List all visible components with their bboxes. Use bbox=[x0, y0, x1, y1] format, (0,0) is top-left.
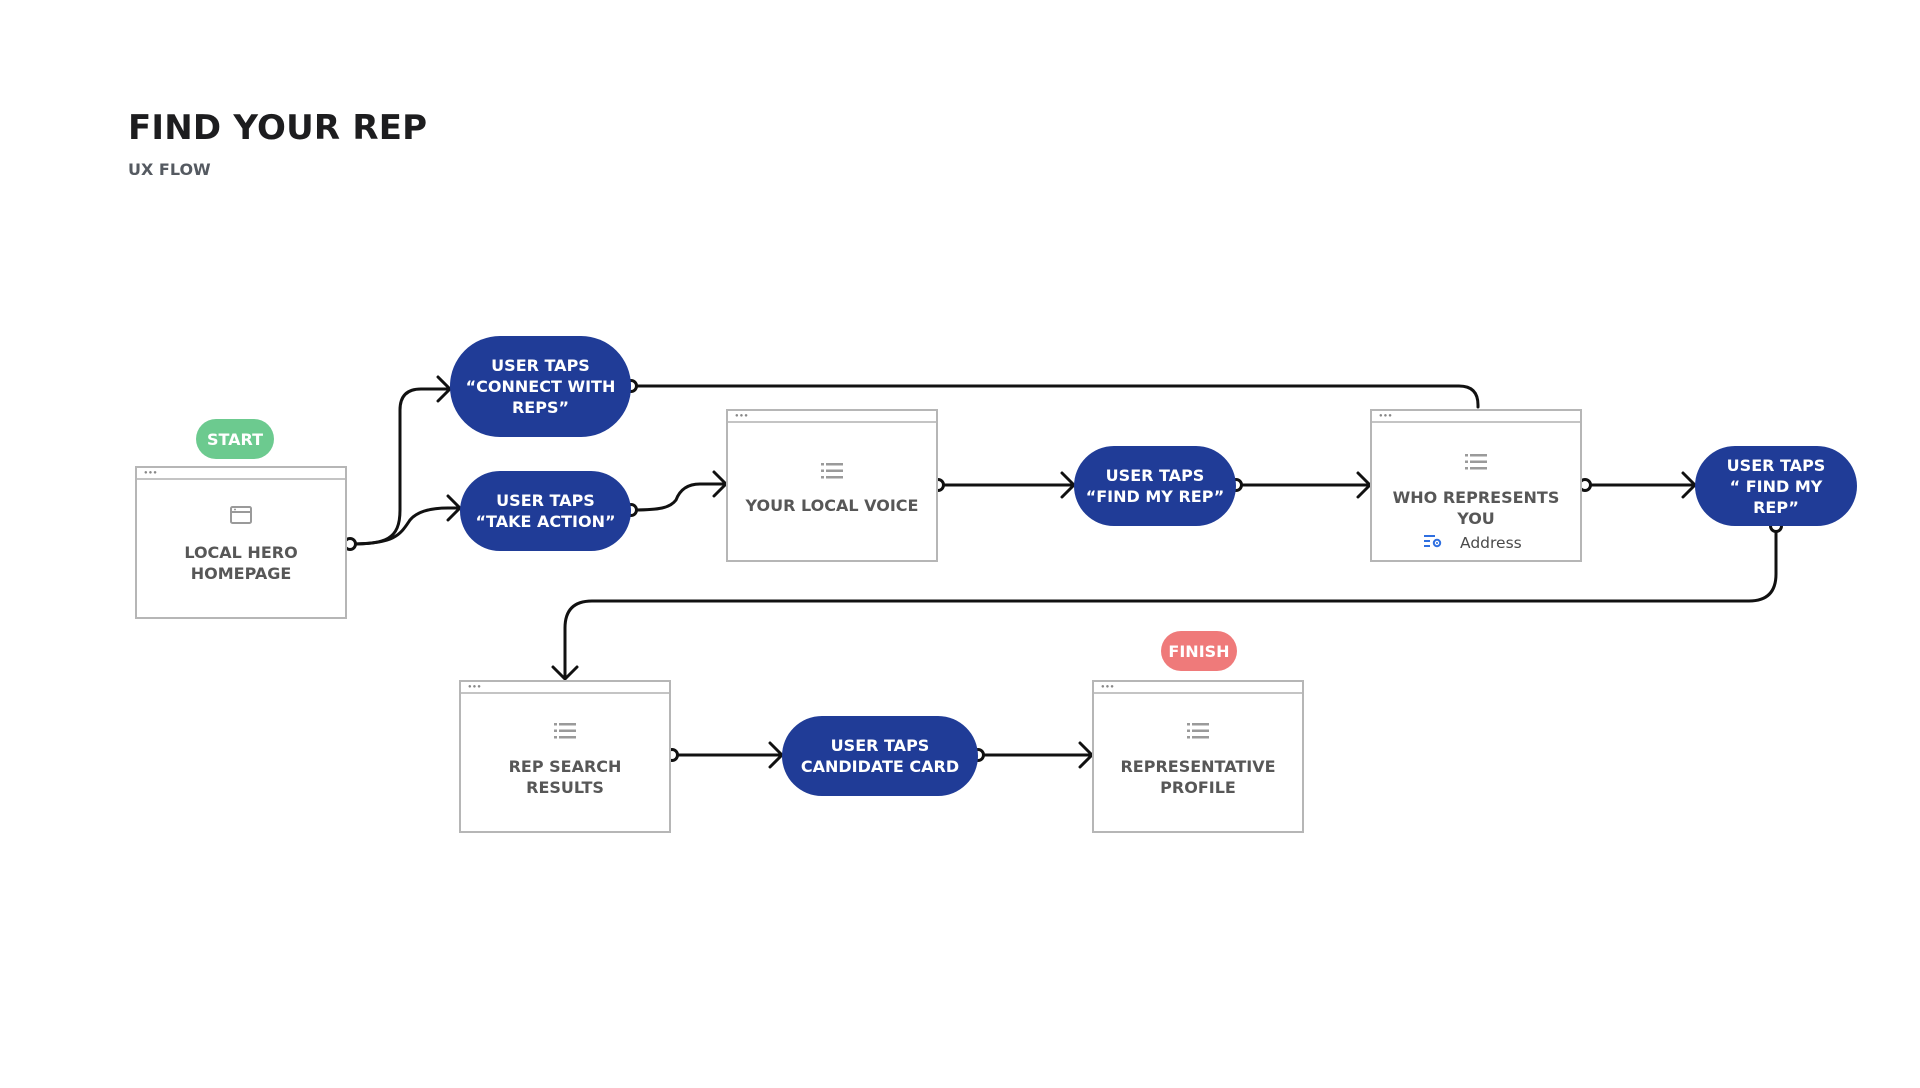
screen-label: YOUR LOCAL VOICE bbox=[736, 495, 928, 516]
screen-label: REP SEARCH RESULTS bbox=[469, 756, 661, 798]
address-field-label: Address bbox=[1460, 534, 1522, 552]
list-icon bbox=[1465, 453, 1487, 476]
connector-connect-to-who bbox=[629, 384, 1480, 409]
action-label-line: USER TAPS bbox=[496, 491, 595, 510]
screen-label-line: WHO REPRESENTS bbox=[1392, 488, 1560, 507]
window-title-bar: ●●● bbox=[461, 682, 669, 694]
connector-home-to-take-action bbox=[348, 506, 460, 546]
action-label-line: USER TAPS bbox=[491, 356, 590, 375]
page-subtitle: UX FLOW bbox=[128, 160, 211, 179]
action-label-line: “TAKE ACTION” bbox=[475, 512, 616, 531]
screen-representative-profile[interactable]: ●●● REPRESENTATIVE PROFILE bbox=[1092, 680, 1304, 833]
screen-label-line: LOCAL HERO bbox=[184, 543, 298, 562]
action-label-line: “CONNECT WITH bbox=[465, 377, 616, 396]
field-settings-icon bbox=[1424, 534, 1442, 552]
window-dots-icon: ●●● bbox=[1101, 684, 1115, 690]
screen-label-line: RESULTS bbox=[526, 778, 604, 797]
action-label-line: USER TAPS bbox=[1726, 455, 1826, 475]
screen-label-line: YOUR LOCAL VOICE bbox=[745, 496, 919, 515]
action-take-action[interactable]: USER TAPS “TAKE ACTION” bbox=[460, 471, 631, 551]
action-label-line: REPS” bbox=[511, 398, 569, 417]
screen-your-local-voice[interactable]: ●●● YOUR LOCAL VOICE bbox=[726, 409, 938, 562]
window-title-bar: ●●● bbox=[728, 411, 936, 423]
arrow-head-results bbox=[551, 665, 579, 681]
screen-label-line: PROFILE bbox=[1160, 778, 1236, 797]
screen-label-line: REPRESENTATIVE bbox=[1120, 757, 1276, 776]
screen-label: REPRESENTATIVE PROFILE bbox=[1102, 756, 1294, 798]
screen-label-line: YOU bbox=[1457, 509, 1495, 528]
action-find-my-rep-2[interactable]: USER TAPS “ FIND MY REP” bbox=[1695, 446, 1857, 526]
screen-label: LOCAL HERO HOMEPAGE bbox=[145, 542, 337, 584]
window-title-bar: ●●● bbox=[137, 468, 345, 480]
action-label-line: “ FIND MY REP” bbox=[1729, 476, 1823, 517]
window-dots-icon: ●●● bbox=[144, 470, 158, 476]
screen-who-represents-you[interactable]: ●●● WHO REPRESENTS YOU Address bbox=[1370, 409, 1582, 562]
action-label-line: CANDIDATE CARD bbox=[800, 757, 960, 776]
screen-rep-search-results[interactable]: ●●● REP SEARCH RESULTS bbox=[459, 680, 671, 833]
action-find-my-rep[interactable]: USER TAPS “FIND MY REP” bbox=[1074, 446, 1236, 526]
connector-take-action-to-voice bbox=[629, 482, 726, 512]
address-field[interactable]: Address bbox=[1424, 534, 1544, 552]
window-title-bar: ●●● bbox=[1372, 411, 1580, 423]
window-dots-icon: ●●● bbox=[1379, 413, 1393, 419]
action-label-line: “FIND MY REP” bbox=[1085, 487, 1225, 506]
start-badge: START bbox=[196, 419, 274, 459]
action-connect-with-reps[interactable]: USER TAPS “CONNECT WITH REPS” bbox=[450, 336, 631, 437]
browser-window-icon bbox=[230, 506, 252, 529]
screen-local-hero-homepage[interactable]: ●●● LOCAL HERO HOMEPAGE bbox=[135, 466, 347, 619]
window-title-bar: ●●● bbox=[1094, 682, 1302, 694]
action-candidate-card[interactable]: USER TAPS CANDIDATE CARD bbox=[782, 716, 978, 796]
action-label-line: USER TAPS bbox=[830, 736, 930, 755]
screen-label-line: HOMEPAGE bbox=[190, 564, 292, 583]
list-icon bbox=[1187, 722, 1209, 745]
action-label-line: USER TAPS bbox=[1105, 466, 1205, 485]
screen-label-line: REP SEARCH bbox=[508, 757, 622, 776]
finish-badge: FINISH bbox=[1161, 631, 1237, 671]
connector-find2-to-results bbox=[563, 524, 1778, 679]
page-title: FIND YOUR REP bbox=[128, 108, 428, 148]
connector-home-to-connect bbox=[348, 387, 450, 546]
list-icon bbox=[554, 722, 576, 745]
list-icon bbox=[821, 462, 843, 485]
window-dots-icon: ●●● bbox=[735, 413, 749, 419]
window-dots-icon: ●●● bbox=[468, 684, 482, 690]
screen-label: WHO REPRESENTS YOU bbox=[1380, 487, 1572, 529]
